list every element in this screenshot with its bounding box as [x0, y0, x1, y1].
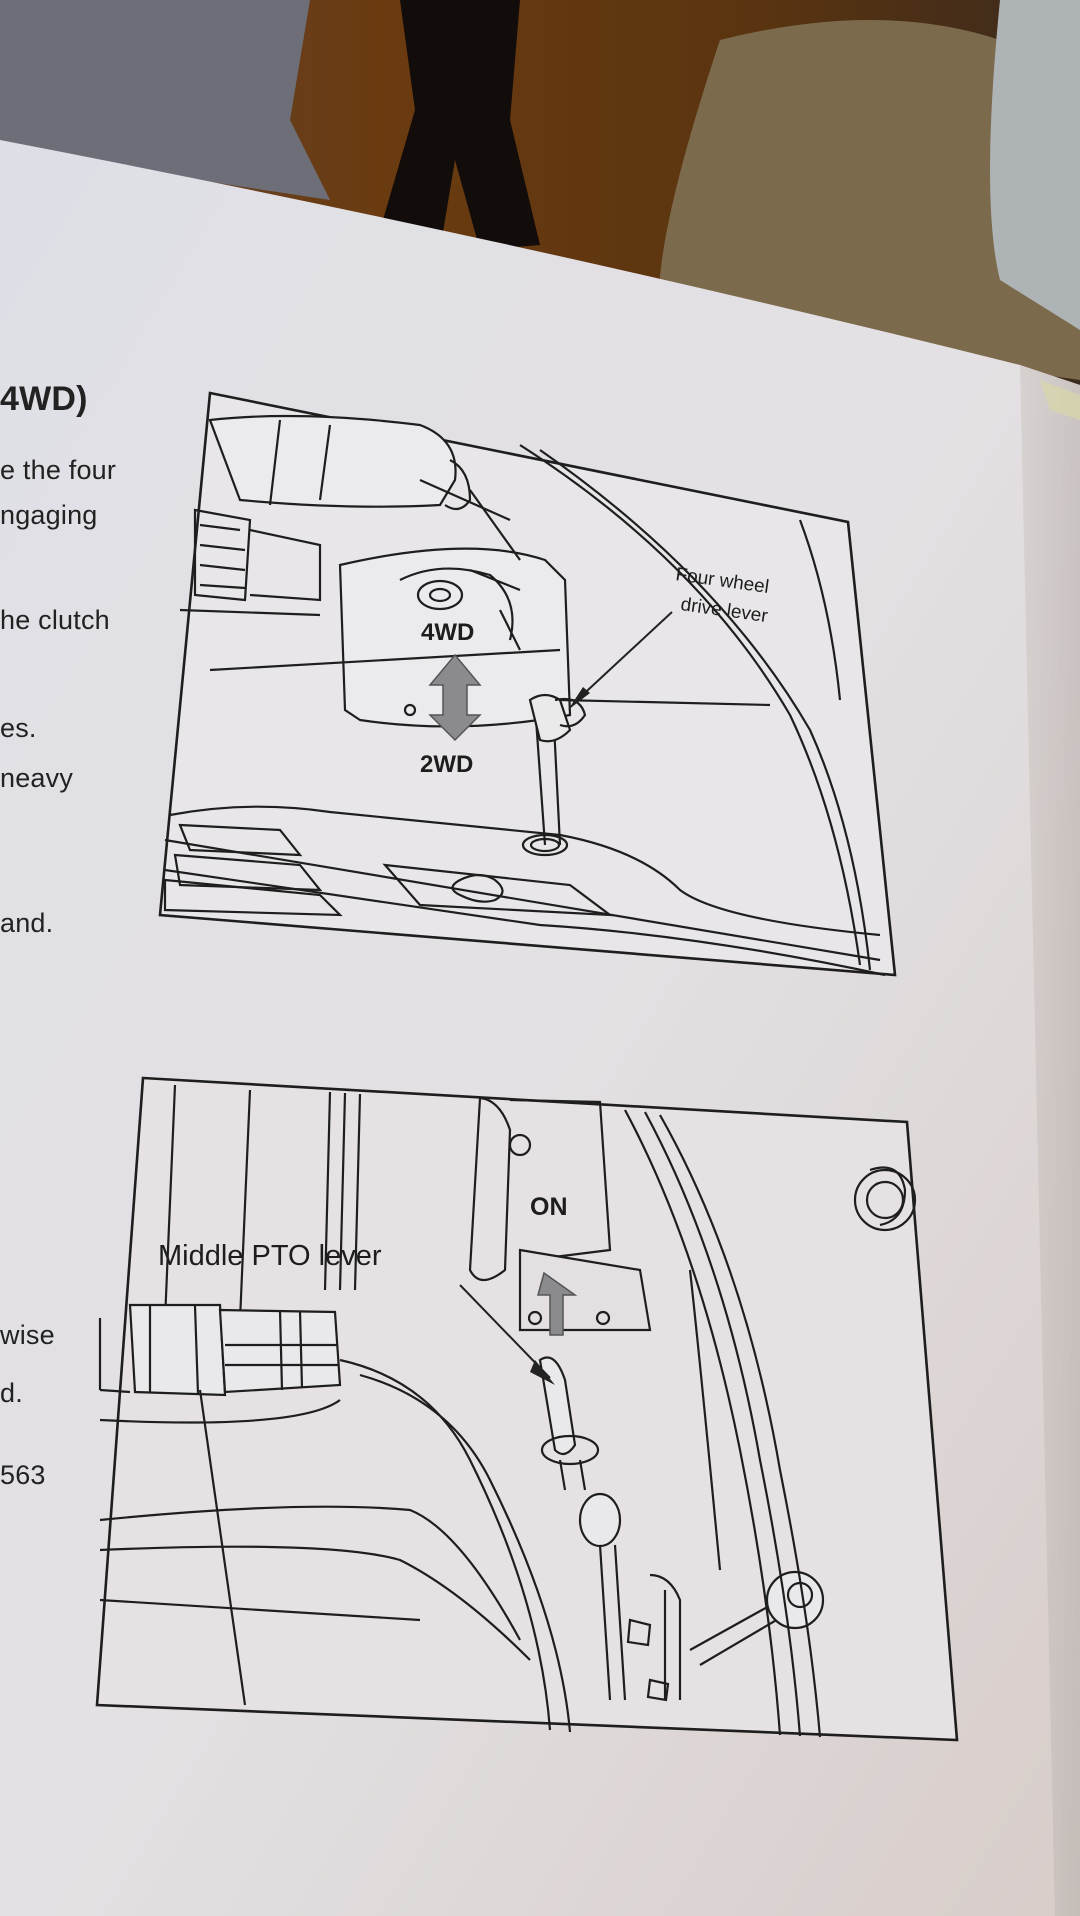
text-fragment-8: d.: [0, 1378, 23, 1408]
label-2wd: 2WD: [420, 751, 473, 778]
text-fragment-6: and.: [0, 908, 54, 938]
text-fragment-3: he clutch: [0, 605, 110, 635]
text-fragment-1: e the four: [0, 455, 117, 485]
shift-double-arrow: [428, 653, 482, 742]
on-direction-arrow: [537, 1271, 578, 1336]
text-fragment-9: 563: [0, 1460, 46, 1490]
callout-leader-4wd: [568, 611, 673, 710]
label-4wd: 4WD: [421, 619, 474, 646]
figure-4wd-linework: [158, 391, 897, 977]
label-on: ON: [530, 1193, 568, 1221]
section-heading: 4WD): [0, 380, 88, 418]
callout-leader-pto: [459, 1284, 555, 1385]
figure-pto-linework: [95, 1076, 959, 1742]
callout-middle-pto-lever: Middle PTO lever: [158, 1240, 382, 1272]
text-fragment-4: es.: [0, 713, 37, 743]
text-fragment-2: ngaging: [0, 500, 98, 530]
text-fragment-5: neavy: [0, 763, 74, 793]
text-fragment-7: wise: [0, 1320, 55, 1350]
